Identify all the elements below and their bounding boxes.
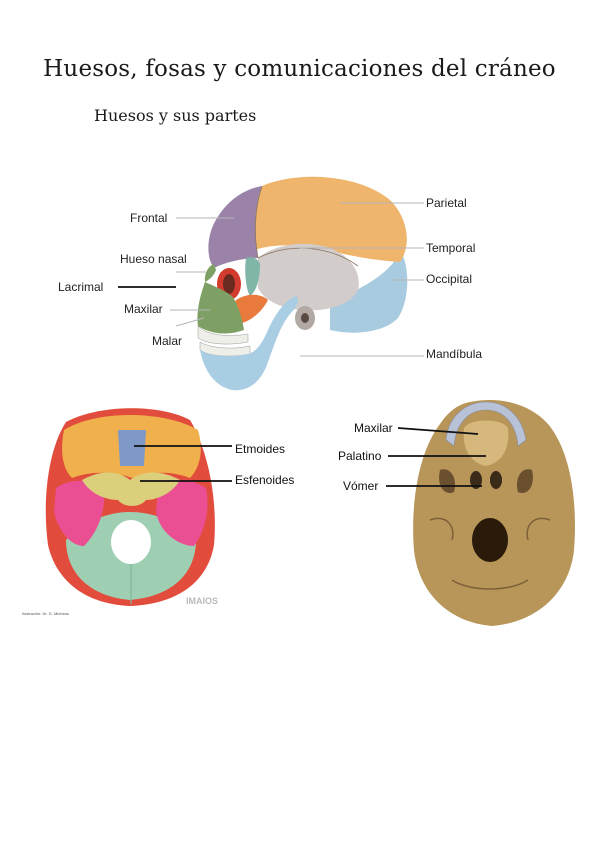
maxilla-bone	[197, 282, 244, 334]
teeth-arch	[445, 401, 527, 447]
frontal-bone	[208, 186, 262, 268]
label-palatino: Palatino	[338, 449, 382, 463]
parietal-bone	[252, 176, 407, 262]
ethmoid-region	[118, 430, 146, 466]
label-lacrimal: Lacrimal	[58, 280, 103, 294]
section-subtitle: Huesos y sus partes	[94, 106, 257, 125]
inferior-skull-illustration	[413, 400, 575, 626]
choana-right	[490, 471, 502, 489]
illustration-credit: Ilustración: Dr. G. Micheau	[22, 611, 69, 616]
page-title: Huesos, fosas y comunicaciones del cráne…	[43, 56, 556, 82]
label-hueso-nasal: Hueso nasal	[120, 252, 187, 266]
temporal-right	[156, 480, 208, 546]
malar-bone	[233, 294, 268, 324]
lateral-leader-lines	[170, 202, 424, 357]
label-parietal: Parietal	[426, 196, 467, 210]
cranial-base-illustration	[45, 408, 215, 606]
cranial-base-leaders	[134, 445, 232, 482]
label-temporal: Temporal	[426, 241, 475, 255]
choana-left	[470, 471, 482, 489]
occipital-bone	[330, 250, 408, 333]
label-maxilar-lateral: Maxilar	[124, 302, 163, 316]
label-frontal: Frontal	[130, 211, 167, 225]
label-mandibula: Mandíbula	[426, 347, 482, 361]
label-occipital: Occipital	[426, 272, 472, 286]
label-malar: Malar	[152, 334, 182, 348]
teeth-upper	[197, 325, 249, 345]
foramen-magnum	[111, 520, 151, 564]
temporal-bone	[258, 243, 359, 311]
temporal-left	[54, 480, 105, 546]
orbit-shadow	[223, 274, 235, 294]
label-maxilar-inferior: Maxilar	[354, 421, 393, 435]
foramen-magnum-inferior	[472, 518, 508, 562]
inferior-leaders	[386, 427, 486, 487]
imaios-watermark: IMAIOS	[186, 596, 218, 606]
sphenoid-bone	[245, 257, 260, 296]
mandible-bone	[200, 296, 298, 391]
label-vomer: Vómer	[343, 479, 378, 493]
lateral-skull-illustration	[197, 176, 408, 391]
label-esfenoides: Esfenoides	[235, 473, 294, 487]
label-etmoides: Etmoides	[235, 442, 285, 456]
nasal-bone	[204, 264, 216, 282]
palate	[463, 420, 509, 466]
